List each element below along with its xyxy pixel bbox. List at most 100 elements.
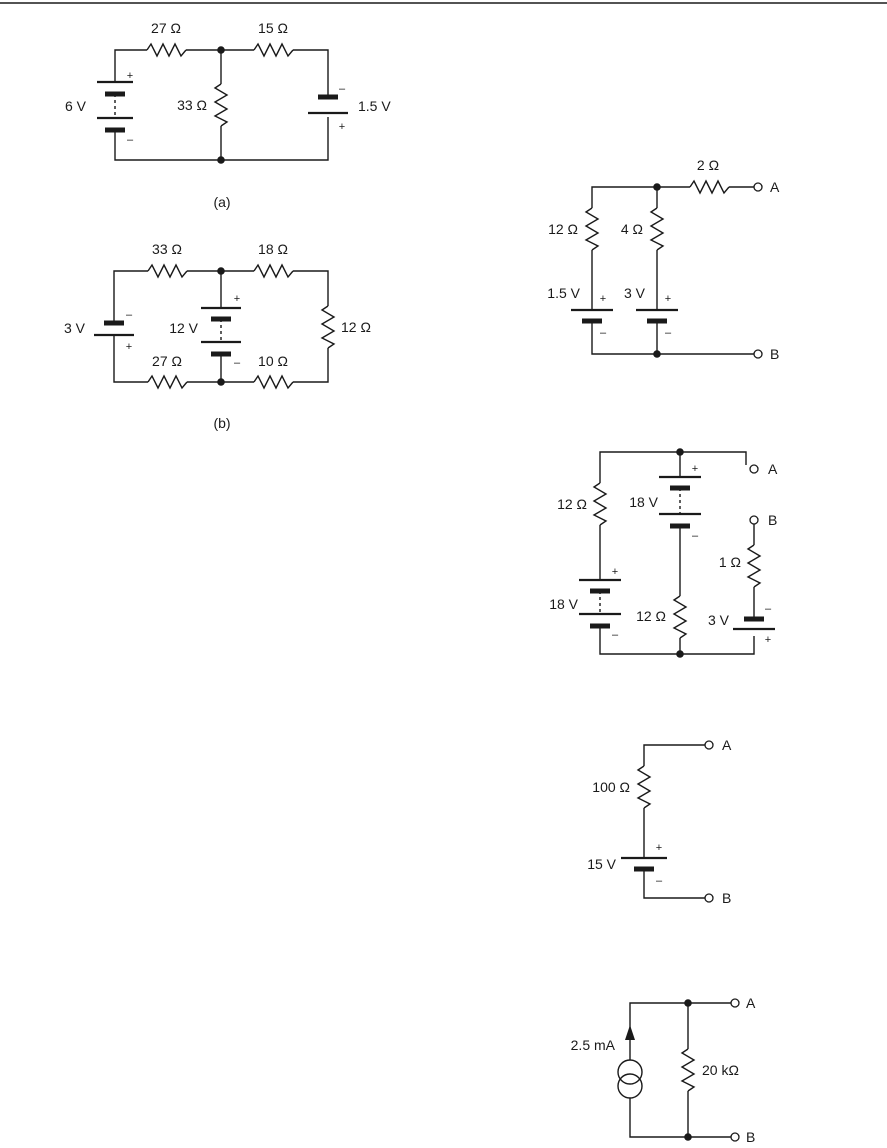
circuit-e: 100 Ω 15 V A B + – xyxy=(587,737,732,906)
label-v-middle: 18 V xyxy=(629,494,658,510)
label-v: 15 V xyxy=(587,856,616,872)
wire xyxy=(629,1098,731,1138)
terminal-b xyxy=(753,349,763,359)
battery-18v-left xyxy=(579,578,621,629)
label-r-right: 1 Ω xyxy=(719,554,741,570)
resistor-12-ohm-middle xyxy=(672,595,688,639)
wire xyxy=(113,335,148,383)
label-v-left: 1.5 V xyxy=(547,285,580,301)
resistor-12-ohm xyxy=(584,207,600,251)
label-r-bottom-right: 10 Ω xyxy=(258,353,288,369)
label-terminal-b: B xyxy=(770,346,779,362)
polarity-plus: + xyxy=(692,463,698,475)
battery-12v xyxy=(201,306,241,357)
resistor-2-ohm xyxy=(689,179,730,195)
circuit-b: 33 Ω 18 Ω 27 Ω 10 Ω 12 Ω 3 V 12 V – + + … xyxy=(64,241,371,431)
wire xyxy=(591,321,754,355)
resistor-12-ohm xyxy=(320,305,336,349)
wire xyxy=(599,451,747,483)
node-dot xyxy=(676,448,684,456)
node-dot xyxy=(217,46,225,54)
resistor-15-ohm xyxy=(253,42,294,58)
terminal-a xyxy=(730,998,740,1008)
terminal-a xyxy=(704,740,714,750)
node-dot xyxy=(217,156,225,164)
wire xyxy=(591,186,690,208)
label-terminal-b: B xyxy=(746,1129,755,1145)
polarity-minus: – xyxy=(765,603,772,615)
polarity-plus: + xyxy=(339,121,345,133)
node-dot xyxy=(676,650,684,658)
resistor-33-ohm xyxy=(213,83,229,127)
polarity-plus: + xyxy=(656,842,662,854)
resistor-18-ohm xyxy=(253,263,294,279)
caption-a: (a) xyxy=(213,194,230,210)
battery-1-5v xyxy=(571,308,613,324)
current-source-2-5ma xyxy=(617,1025,643,1099)
wire xyxy=(629,1002,731,1060)
label-r-right: 4 Ω xyxy=(621,221,643,237)
label-r-top-left: 33 Ω xyxy=(152,241,182,257)
polarity-plus: + xyxy=(126,341,132,353)
polarity-plus: + xyxy=(612,566,618,578)
label-r-middle: 12 Ω xyxy=(636,608,666,624)
battery-15v xyxy=(621,856,667,872)
node-dot xyxy=(684,999,692,1007)
resistor-10-ohm xyxy=(253,374,294,390)
battery-18v-middle xyxy=(659,475,701,529)
polarity-minus: – xyxy=(339,83,346,95)
label-terminal-b: B xyxy=(722,890,731,906)
polarity-plus: + xyxy=(600,293,606,305)
terminal-a xyxy=(753,182,763,192)
resistor-1-ohm xyxy=(746,544,762,588)
wire xyxy=(114,49,147,82)
wire xyxy=(643,869,705,899)
polarity-minus: – xyxy=(665,327,672,339)
battery-6v xyxy=(97,80,133,133)
battery-3v xyxy=(733,616,775,631)
battery-3v xyxy=(94,320,134,337)
polarity-plus: + xyxy=(127,70,133,82)
wire xyxy=(113,270,148,323)
label-v-right: 3 V xyxy=(624,285,646,301)
label-r: 100 Ω xyxy=(592,779,630,795)
resistor-27-ohm xyxy=(147,374,188,390)
label-i: 2.5 mA xyxy=(571,1037,616,1053)
label-r-series: 2 Ω xyxy=(697,157,719,173)
node-dot xyxy=(217,378,225,386)
terminal-a xyxy=(749,464,759,474)
polarity-minus: – xyxy=(234,357,241,369)
label-r-top-left: 27 Ω xyxy=(151,20,181,36)
resistor-100-ohm xyxy=(636,765,652,809)
circuit-c: 2 Ω 12 Ω 4 Ω 1.5 V 3 V A B + – + – xyxy=(547,157,780,362)
polarity-minus: – xyxy=(656,875,663,887)
label-terminal-a: A xyxy=(770,179,780,195)
terminal-b xyxy=(749,515,759,525)
polarity-minus: – xyxy=(127,134,134,146)
polarity-minus: – xyxy=(600,327,607,339)
label-r-middle: 33 Ω xyxy=(177,97,207,113)
node-dot xyxy=(217,267,225,275)
label-v-middle: 12 V xyxy=(169,320,198,336)
arrow-up-icon xyxy=(625,1025,635,1040)
label-v-left: 6 V xyxy=(65,98,87,114)
polarity-minus: – xyxy=(612,629,619,641)
label-terminal-a: A xyxy=(722,737,732,753)
node-dot xyxy=(653,350,661,358)
circuit-d: 12 Ω 18 V 18 V 12 Ω 1 Ω 3 V A B + – + – … xyxy=(549,448,778,658)
label-r: 20 kΩ xyxy=(702,1062,739,1078)
polarity-plus: + xyxy=(765,634,771,646)
node-dot xyxy=(684,1133,692,1141)
circuit-a: 27 Ω 15 Ω 33 Ω 6 V 1.5 V + – – + (a) xyxy=(65,20,391,210)
terminal-b xyxy=(704,893,714,903)
wire xyxy=(293,270,329,306)
wire xyxy=(643,744,705,766)
label-r-top-right: 15 Ω xyxy=(258,20,288,36)
label-r-right: 12 Ω xyxy=(341,319,371,335)
terminal-b xyxy=(730,1132,740,1142)
label-r-left: 12 Ω xyxy=(548,221,578,237)
label-terminal-a: A xyxy=(768,461,778,477)
resistor-4-ohm xyxy=(649,207,665,251)
resistor-27-ohm xyxy=(146,42,187,58)
